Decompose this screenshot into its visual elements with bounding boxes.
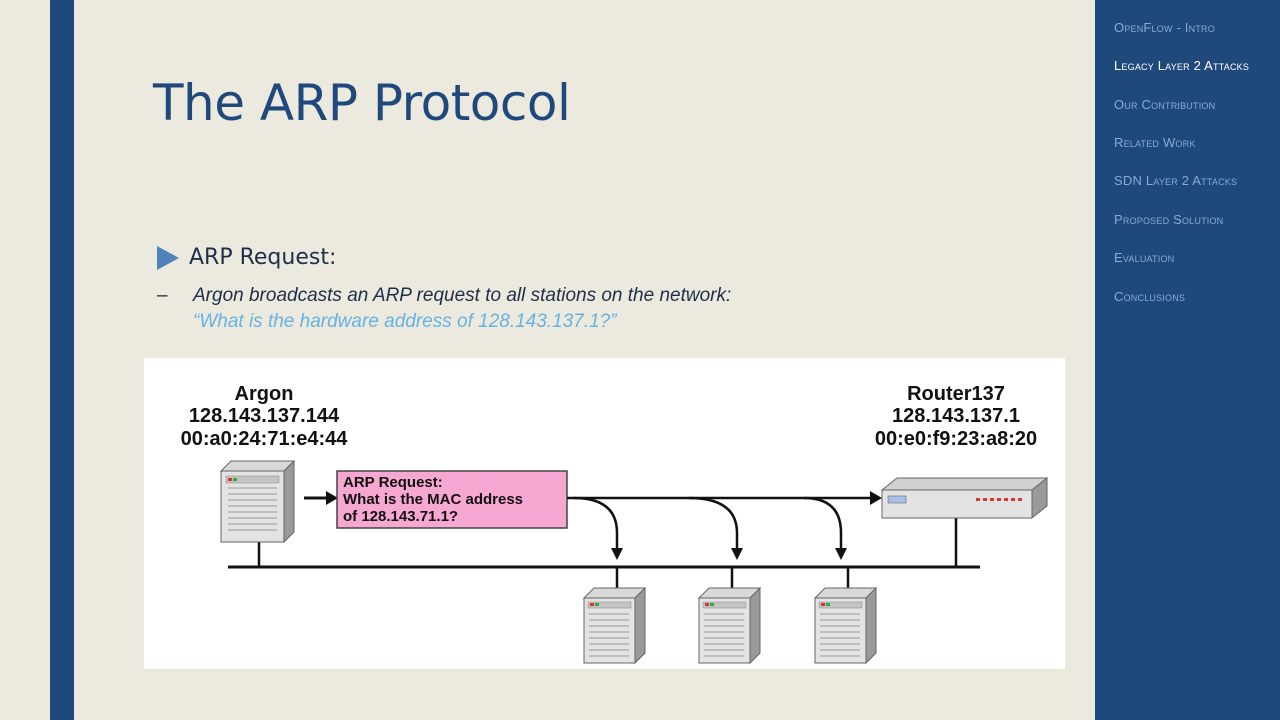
router-name-label: Router137 <box>907 383 1005 405</box>
arp-request-line2: What is the MAC address <box>343 491 523 508</box>
host-server-icon <box>697 586 762 665</box>
arp-request-line3: of 128.143.71.1? <box>343 508 458 525</box>
argon-mac-label: 00:a0:24:71:e4:44 <box>181 428 349 450</box>
host-server-icon <box>582 586 647 665</box>
nav-item-proposed-solution[interactable]: Proposed Solution <box>1114 212 1224 227</box>
nav-item-sdn-layer2-attacks[interactable]: SDN Layer 2 Attacks <box>1114 173 1238 188</box>
curve-down-arrow <box>803 496 843 550</box>
argon-to-request-arrowhead <box>326 491 338 505</box>
curve-down-arrowhead <box>611 548 623 560</box>
section-nav-panel: OpenFlow - Intro Legacy Layer 2 Attacks … <box>1095 0 1280 720</box>
curve-down-arrowhead <box>835 548 847 560</box>
router-mac-label: 00:e0:f9:23:a8:20 <box>875 428 1037 450</box>
sub-bullet-dash: – <box>157 285 168 306</box>
bullet-text: ARP Request: <box>189 245 337 270</box>
argon-name-label: Argon <box>235 383 294 405</box>
nav-item-conclusions[interactable]: Conclusions <box>1114 289 1186 304</box>
curve-down-arrowhead <box>731 548 743 560</box>
argon-ip-label: 128.143.137.144 <box>189 405 340 427</box>
curve-down-arrow <box>688 496 739 550</box>
quote-text: “What is the hardware address of 128.143… <box>193 311 617 332</box>
nav-item-our-contribution[interactable]: Our Contribution <box>1114 97 1216 112</box>
sub-bullet-text: Argon broadcasts an ARP request to all s… <box>193 285 732 306</box>
nav-item-legacy-layer2-attacks[interactable]: Legacy Layer 2 Attacks <box>1114 58 1250 73</box>
arp-request-line1: ARP Request: <box>343 474 443 491</box>
broadcast-arrowhead <box>870 491 882 505</box>
host-server-icon <box>813 586 878 665</box>
argon-server-icon <box>219 459 296 544</box>
router-device-icon <box>880 476 1049 520</box>
curve-down-arrow <box>573 496 619 550</box>
nav-item-evaluation[interactable]: Evaluation <box>1114 250 1175 265</box>
bullet-arrow-icon <box>157 246 179 270</box>
nav-item-related-work[interactable]: Related Work <box>1114 135 1196 150</box>
nav-item-openflow-intro[interactable]: OpenFlow - Intro <box>1114 20 1215 35</box>
arp-diagram: Argon 128.143.137.144 00:a0:24:71:e4:44 … <box>144 358 1065 669</box>
slide-title: The ARP Protocol <box>153 74 571 132</box>
left-accent-bar <box>50 0 74 720</box>
arp-request-box <box>336 470 568 529</box>
router-ip-label: 128.143.137.1 <box>892 405 1020 427</box>
arp-diagram-svg: Argon 128.143.137.144 00:a0:24:71:e4:44 … <box>181 383 1049 665</box>
